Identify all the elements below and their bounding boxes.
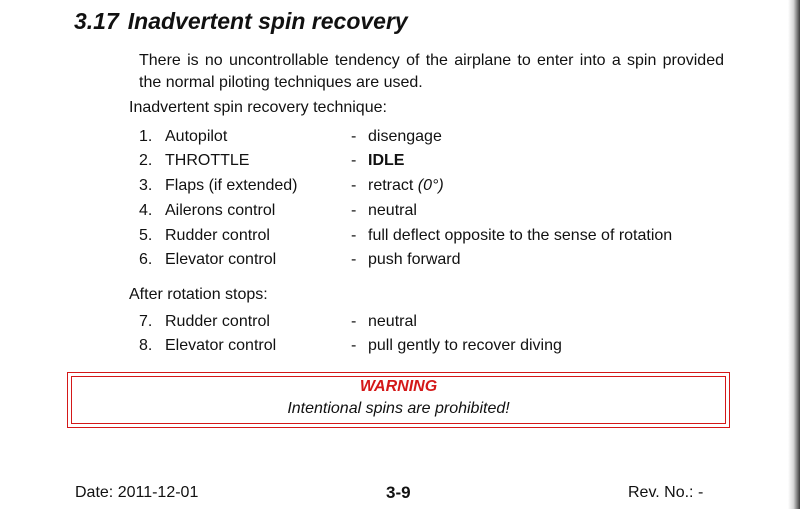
step-action: IDLE [368, 152, 405, 169]
warning-box: WARNING Intentional spins are prohibited… [67, 372, 730, 428]
step-item: Elevator control [165, 251, 277, 268]
step-5: 5. Rudder control - full deflect opposit… [0, 226, 780, 246]
step-action: full deflect opposite to the sense of ro… [368, 227, 673, 244]
step-item: Ailerons control [165, 202, 276, 219]
step-action: push forward [368, 251, 461, 268]
step-1: 1. Autopilot - disengage [0, 127, 780, 147]
warning-text: Intentional spins are prohibited! [287, 400, 510, 417]
step-number: 7. [139, 313, 153, 330]
step-3: 3. Flaps (if extended) - retract (0°) [0, 176, 780, 196]
step-8: 8. Elevator control - pull gently to rec… [0, 336, 780, 356]
step-number: 1. [139, 128, 153, 145]
section-title: Inadvertent spin recovery [127, 8, 408, 34]
after-rotation-label: After rotation stops: [129, 286, 268, 303]
step-item: Rudder control [165, 227, 270, 244]
step-dash: - [351, 202, 357, 219]
footer-revision: Rev. No.: - [628, 484, 704, 501]
step-dash: - [351, 251, 357, 268]
step-dash: - [351, 128, 357, 145]
step-dash: - [351, 227, 357, 244]
step-item: Rudder control [165, 313, 270, 330]
step-4: 4. Ailerons control - neutral [0, 201, 780, 221]
step-action-text: retract [368, 177, 418, 194]
step-number: 8. [139, 337, 153, 354]
footer-date: Date: 2011-12-01 [75, 484, 199, 501]
step-number: 3. [139, 177, 153, 194]
warning-title: WARNING [359, 378, 438, 395]
intro-paragraph: There is no uncontrollable tendency of t… [139, 52, 724, 91]
step-6: 6. Elevator control - push forward [0, 250, 780, 270]
section-heading: 3.17 Inadvertent spin recovery [74, 8, 408, 35]
step-action: neutral [368, 313, 417, 330]
step-action: pull gently to recover diving [368, 337, 562, 354]
warning-inner-border [71, 376, 726, 424]
step-dash: - [351, 313, 357, 330]
step-action: disengage [368, 128, 442, 145]
step-number: 4. [139, 202, 153, 219]
step-action: retract (0°) [368, 176, 444, 196]
step-2: 2. THROTTLE - IDLE [0, 151, 780, 171]
step-dash: - [351, 337, 357, 354]
page-edge-shadow [788, 0, 800, 509]
step-dash: - [351, 152, 357, 169]
step-item: Flaps (if extended) [165, 177, 298, 194]
step-dash: - [351, 177, 357, 194]
step-7: 7. Rudder control - neutral [0, 312, 780, 332]
step-number: 5. [139, 227, 153, 244]
step-number: 6. [139, 251, 153, 268]
step-item: Autopilot [165, 128, 228, 145]
step-action: neutral [368, 202, 417, 219]
technique-label: Inadvertent spin recovery technique: [129, 99, 387, 116]
section-number: 3.17 [74, 8, 119, 34]
step-action-note: (0°) [417, 177, 444, 194]
footer-page-number: 3-9 [386, 483, 411, 502]
step-item: THROTTLE [165, 152, 250, 169]
step-number: 2. [139, 152, 153, 169]
step-item: Elevator control [165, 337, 277, 354]
